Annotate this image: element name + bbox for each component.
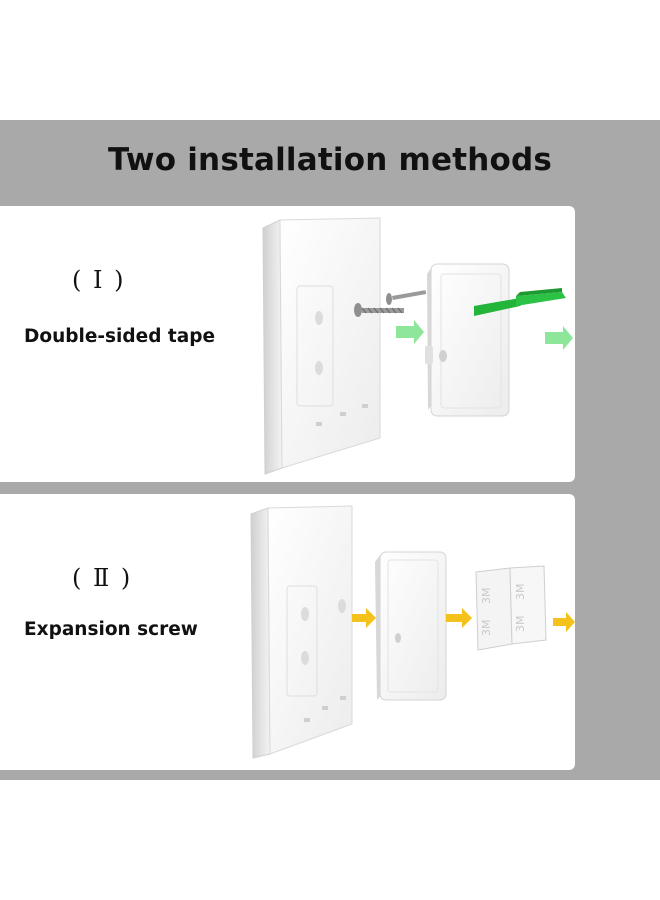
wall-switch-icon <box>262 217 381 475</box>
screw-icon <box>354 303 404 317</box>
tape-pad-icon: 3M 3M <box>475 567 513 651</box>
arrow-right-icon <box>396 320 424 344</box>
arrow-right-icon <box>545 326 573 350</box>
arrow-right-icon <box>553 612 575 632</box>
method-label-1: Double-sided tape <box>24 326 215 347</box>
mounting-box-icon <box>425 263 510 417</box>
method-panel-2: ( Ⅱ ) Expansion screw <box>0 494 575 770</box>
wall-anchor-icon <box>474 288 566 316</box>
method-1-illustration <box>262 217 573 475</box>
method-label-2: Expansion screw <box>24 619 198 640</box>
wall-switch-icon <box>250 505 353 759</box>
method-numeral-2: ( Ⅱ ) <box>72 564 133 592</box>
tape-print-text: 3M <box>480 588 493 605</box>
tape-print-text: 3M <box>480 620 493 637</box>
tape-pad-icon: 3M 3M <box>509 565 547 645</box>
tape-print-text: 3M <box>514 616 527 633</box>
page-title: Two installation methods <box>107 142 553 178</box>
method-2-illustration: 3M 3M 3M 3M <box>250 505 575 759</box>
tape-print-text: 3M <box>514 584 527 601</box>
arrow-right-icon <box>352 608 376 628</box>
mounting-box-icon <box>375 551 447 701</box>
screw-icon <box>386 290 427 305</box>
arrow-right-icon <box>446 608 472 628</box>
method-panel-1: ( Ⅰ ) Double-sided tape <box>0 206 575 482</box>
method-numeral-1: ( Ⅰ ) <box>72 266 126 294</box>
